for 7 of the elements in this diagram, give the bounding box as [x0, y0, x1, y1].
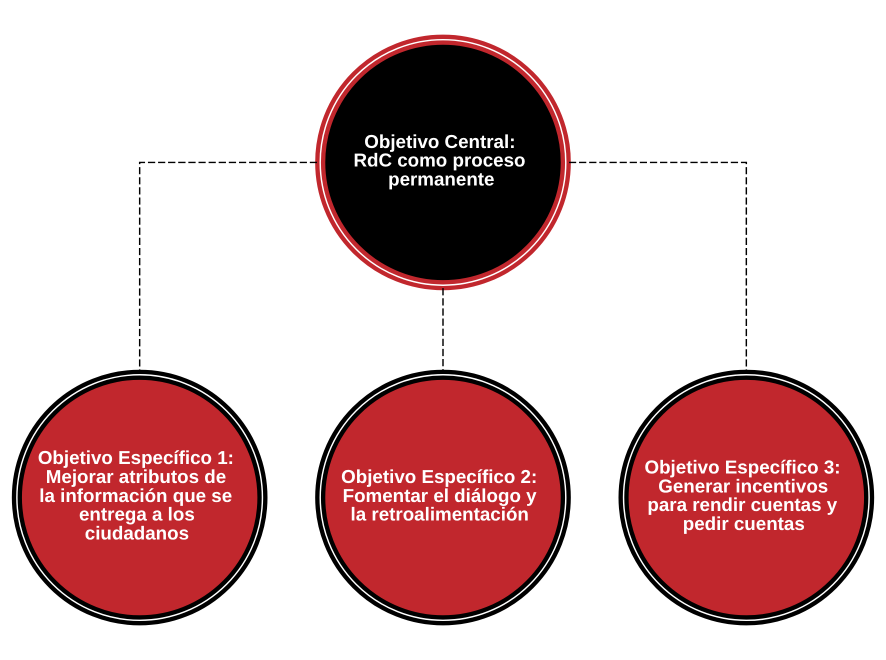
connector: [442, 288, 444, 372]
connector: [138, 162, 317, 372]
node-circle: Objetivo Específico 3: Generar incentivos para rendir cuentas y pedir cuentas: [618, 370, 874, 626]
node-circle: Objetivo Específico 1: Mejorar atributos de la información que se entrega a los ciudadanos: [12, 370, 268, 626]
node-circle: Objetivo Central: RdC como proceso permanente: [315, 34, 571, 290]
node-circle: Objetivo Específico 2: Fomentar el diálogo y la retroalimentación: [315, 370, 571, 626]
connector: [569, 162, 748, 372]
